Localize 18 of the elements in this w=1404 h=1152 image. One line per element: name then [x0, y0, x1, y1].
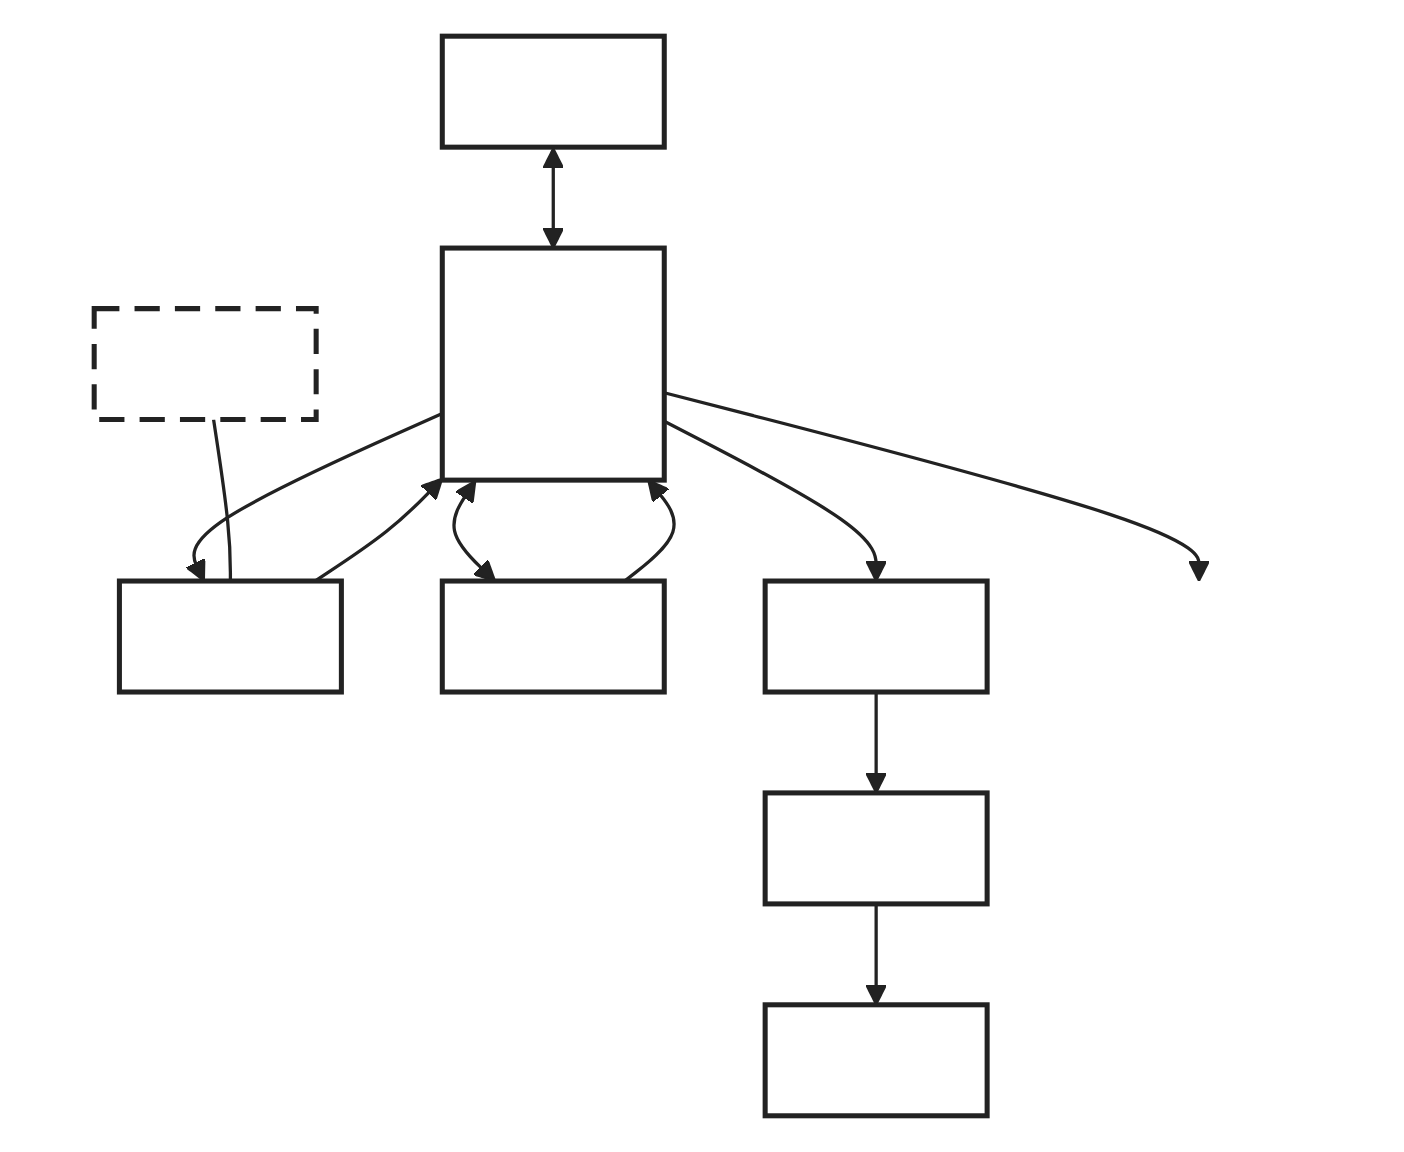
arrow	[864, 692, 888, 794]
connector	[211, 419, 232, 582]
arrow	[663, 391, 1210, 583]
node-box	[762, 578, 990, 695]
node-box	[762, 1002, 990, 1119]
node-box	[116, 578, 344, 695]
node-box	[762, 790, 990, 907]
arrow	[313, 477, 444, 583]
arrow	[864, 903, 888, 1006]
arrow	[452, 479, 497, 583]
arrow	[185, 412, 443, 583]
node-box	[439, 245, 667, 483]
arrow	[623, 479, 676, 583]
arrow	[663, 419, 888, 583]
node-box	[91, 306, 319, 423]
node-box	[439, 33, 667, 150]
node-box	[439, 578, 667, 695]
arrow	[542, 147, 565, 250]
